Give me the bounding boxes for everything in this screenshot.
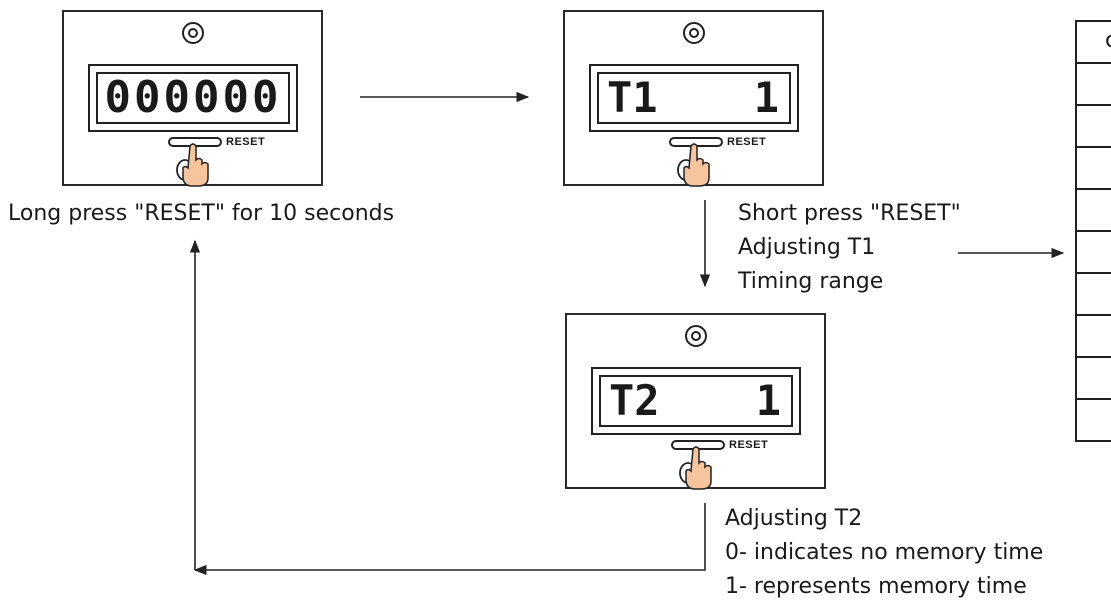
reset-label: RESET: [729, 439, 769, 451]
reset-label: RESET: [226, 136, 266, 148]
table-row: [1077, 64, 1111, 106]
counter-device-initial: 000000 RESET: [62, 10, 323, 187]
lcd-display: T2 1: [591, 367, 801, 435]
adjust-t2-caption-line2: 0- indicates no memory time: [725, 540, 1044, 565]
mount-ring-icon: [682, 22, 705, 44]
counter-device-t2: T2 1 RESET: [565, 313, 826, 490]
mount-ring-icon: [684, 325, 707, 347]
short-press-caption-line2: Adjusting T1: [738, 235, 876, 260]
pressing-finger-icon: [677, 143, 710, 187]
counter-device-t1: T1 1 RESET: [563, 10, 824, 187]
mount-ring-icon: [181, 22, 204, 44]
adjust-t2-caption-line1: Adjusting T2: [725, 506, 863, 531]
pressing-finger-icon: [679, 446, 712, 490]
table-row: [1077, 400, 1111, 442]
table-row: [1077, 274, 1111, 316]
long-press-caption: Long press "RESET" for 10 seconds: [8, 201, 395, 226]
short-press-caption-line1: Short press "RESET": [738, 201, 961, 226]
display-value: 1: [753, 73, 779, 122]
table-header: c: [1077, 22, 1111, 64]
short-press-caption-line3: Timing range: [738, 269, 884, 294]
table-row: [1077, 232, 1111, 274]
table-row: [1077, 106, 1111, 148]
lcd-display: T1 1: [589, 64, 799, 132]
table-row: [1077, 358, 1111, 400]
table-row: [1077, 148, 1111, 190]
display-mode: T2: [609, 376, 660, 425]
adjust-t2-caption-line3: 1- represents memory time: [725, 574, 1027, 599]
lcd-display: 000000: [88, 64, 298, 132]
display-digits: 000000: [104, 72, 282, 123]
reset-label: RESET: [727, 136, 767, 148]
display-value: 1: [755, 376, 781, 425]
pressing-finger-icon: [176, 143, 209, 187]
timing-range-table: c: [1075, 20, 1111, 442]
table-row: [1077, 190, 1111, 232]
table-row: [1077, 316, 1111, 358]
display-mode: T1: [607, 73, 658, 122]
return-arrow-path: [193, 503, 706, 576]
